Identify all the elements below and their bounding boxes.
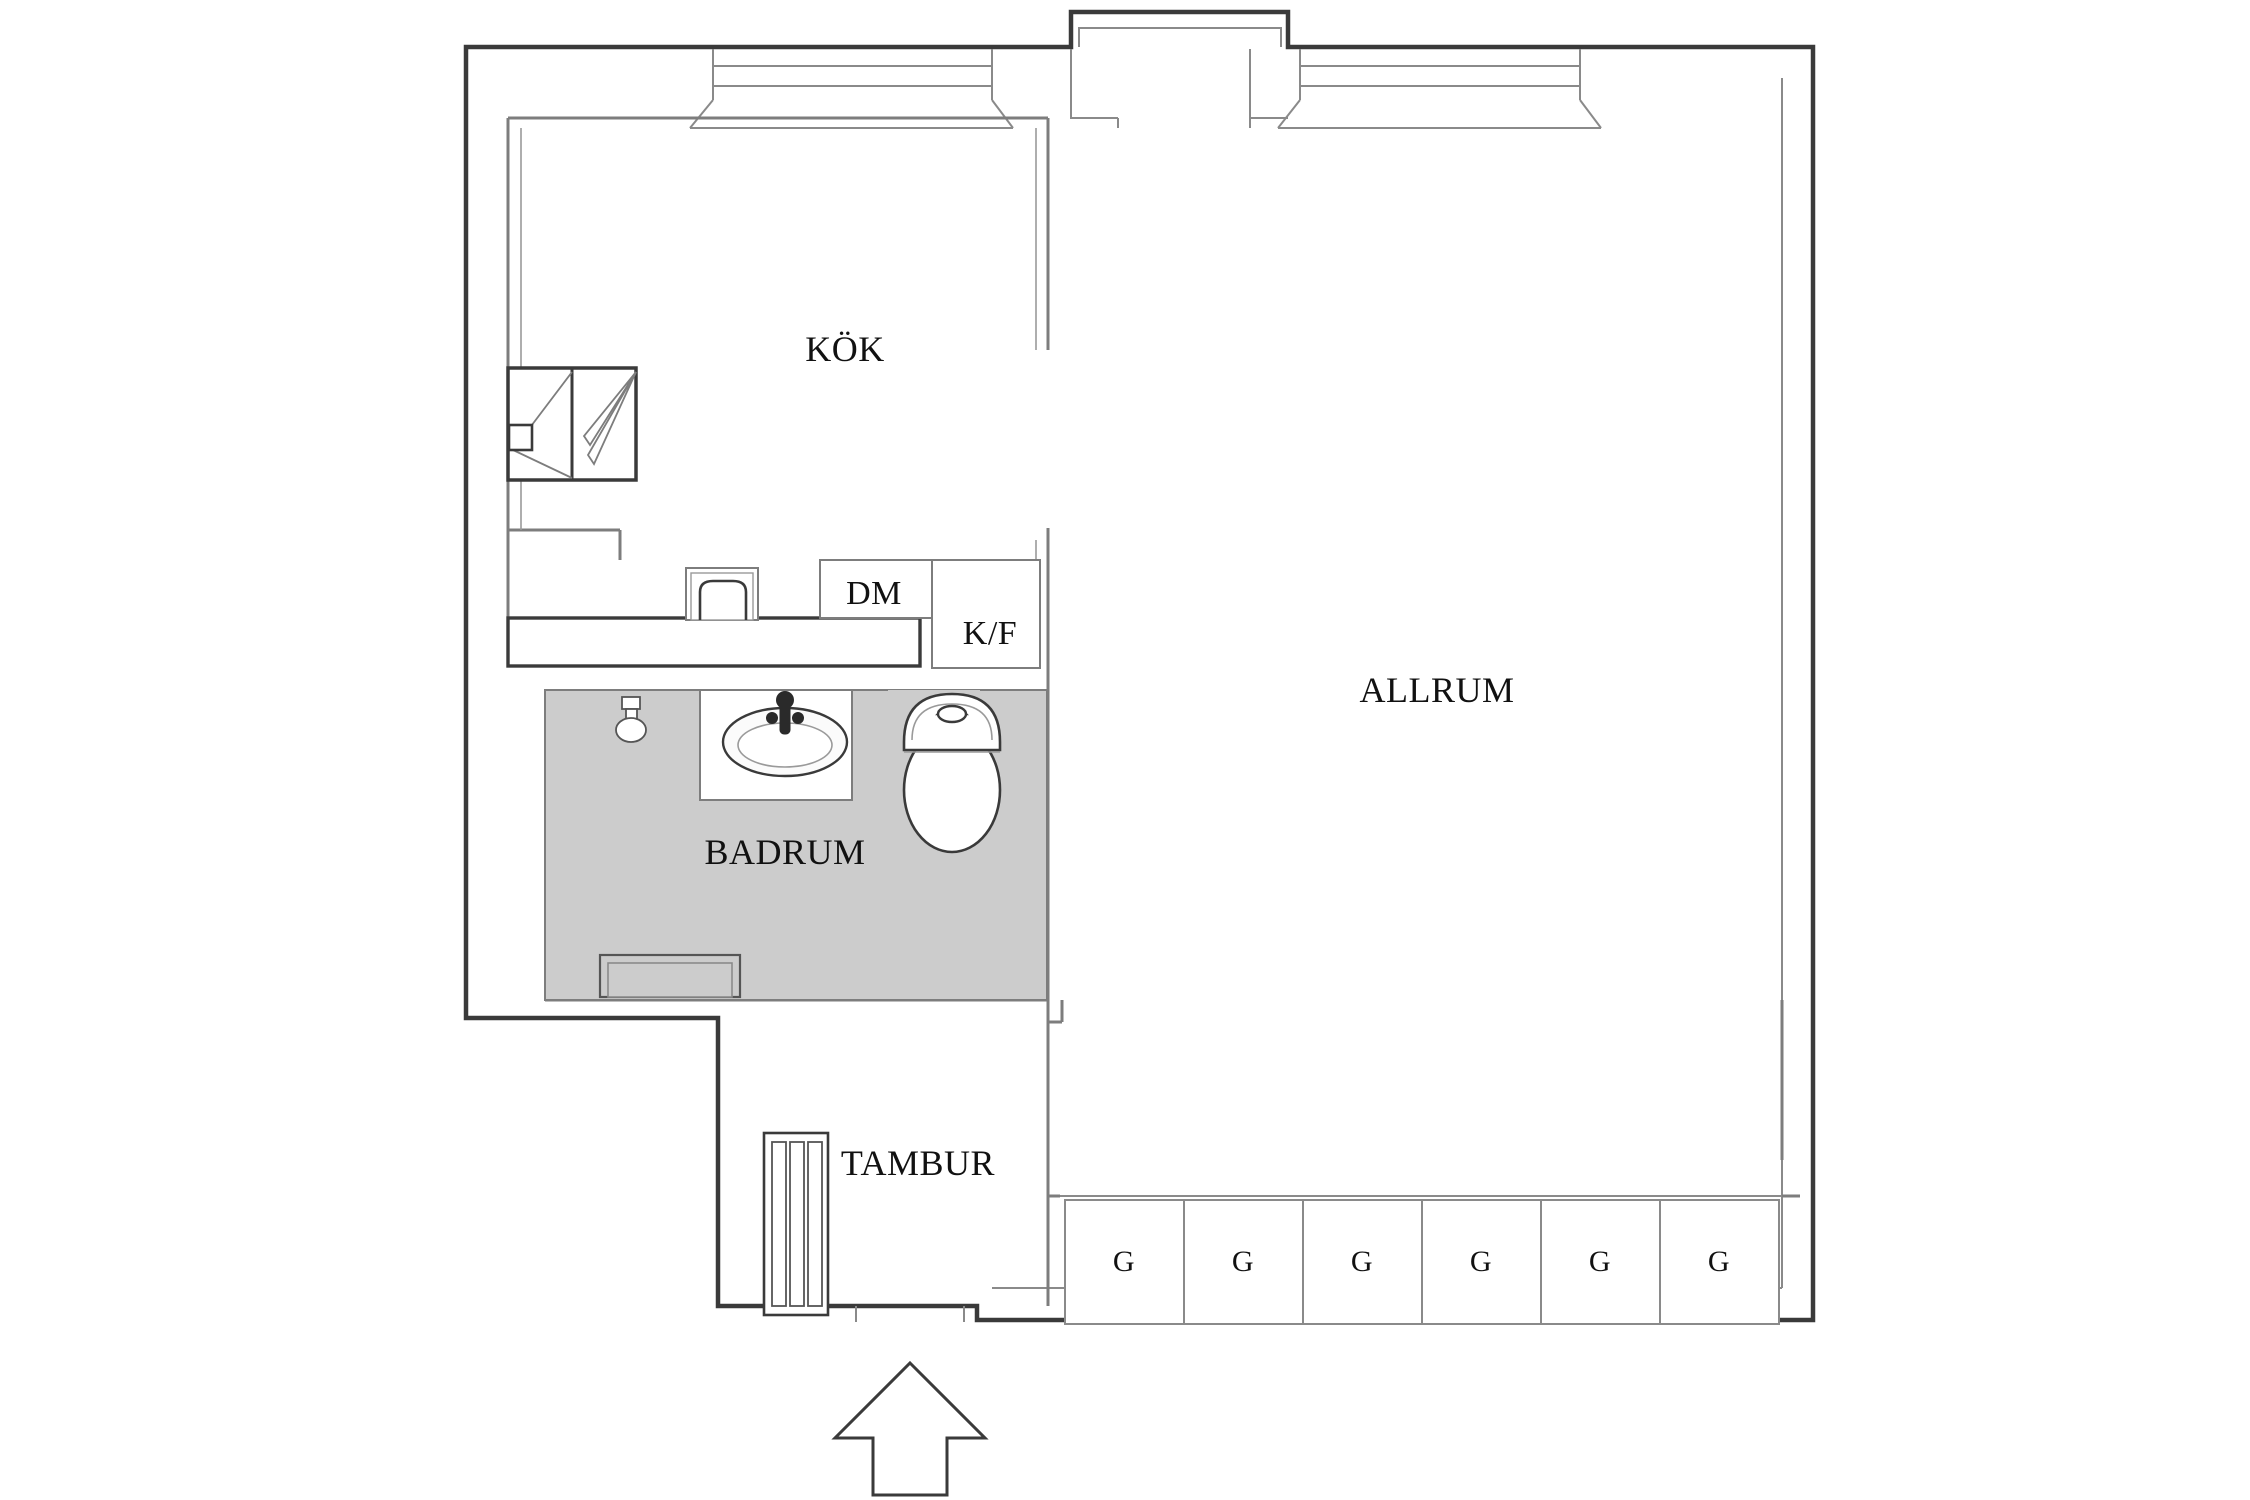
room-label-badrum: BADRUM: [704, 832, 866, 872]
bathroom-wash-basin: [721, 691, 849, 778]
dishwasher-unit: [819, 559, 933, 619]
kitchen-sink: [685, 567, 759, 621]
kitchen-counter: [506, 616, 922, 668]
entry-door-opening: [855, 1306, 965, 1322]
floor-drain: [615, 696, 647, 743]
balcony-recess: [1070, 49, 1288, 128]
closet-label-g-5: G: [1588, 1245, 1612, 1278]
room-label-allrum: ALLRUM: [1359, 670, 1515, 710]
hallway-wall-stubs: [1046, 1194, 1800, 1306]
closet-label-g-3: G: [1350, 1245, 1374, 1278]
toilet: [902, 692, 1002, 854]
room-label-tambur: TAMBUR: [840, 1143, 996, 1183]
entrance-arrow: [831, 1360, 989, 1497]
closet-label-g-6: G: [1707, 1245, 1731, 1278]
appliance-label-dm: DM: [846, 575, 902, 612]
stove-cooktop: [506, 366, 638, 482]
kitchen-window: [689, 49, 1014, 129]
fridge-freezer-unit: [931, 559, 1041, 669]
exterior-wall-inner-line: [992, 27, 1783, 1289]
room-label-kok: KÖK: [805, 329, 885, 369]
living-room-window: [1277, 49, 1602, 129]
washing-machine: [598, 953, 742, 999]
exterior-walls: [463, 9, 1816, 1323]
hallway-wardrobe: [762, 1131, 830, 1317]
closet-label-g-2: G: [1231, 1245, 1255, 1278]
closet-row: [1060, 1195, 1782, 1325]
closet-label-g-1: G: [1112, 1245, 1136, 1278]
appliance-label-kf: K/F: [962, 615, 1018, 652]
closet-label-g-4: G: [1469, 1245, 1493, 1278]
